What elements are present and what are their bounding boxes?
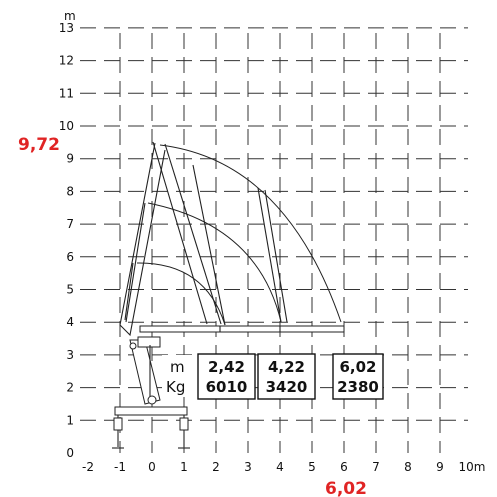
x-tick-label: 4	[276, 460, 284, 474]
crane-figure	[112, 142, 345, 449]
crane-base	[114, 406, 188, 416]
base-pivot	[147, 395, 157, 405]
reach-value: 2,42	[208, 358, 245, 376]
x-tick-label: 9	[436, 460, 444, 474]
x-tick-label: -1	[114, 460, 126, 474]
load-table-cell-border	[332, 353, 384, 400]
max-height-label: 9,72	[18, 135, 60, 155]
reach-row-label: m	[170, 358, 185, 376]
y-tick-label: 8	[66, 184, 74, 198]
y-tick-label: 4	[66, 315, 74, 329]
y-tick-label: 13	[59, 21, 74, 35]
x-tick-label: 1	[180, 460, 188, 474]
reach-envelope	[136, 141, 342, 326]
x-tick-label: 3	[244, 460, 252, 474]
pivot-joint	[129, 342, 137, 350]
load-table-cell-border	[257, 353, 316, 400]
y-tick-label: 2	[66, 381, 74, 395]
load-table-label-backdrop	[162, 355, 198, 397]
load-value: 3420	[266, 378, 308, 396]
x-axis-tick-labels: -2 -1 0 1 2 3 4 5 6 7 8 9 10m	[82, 460, 485, 474]
boom-line-middle-2	[264, 189, 288, 323]
y-tick-label: 11	[59, 86, 74, 100]
crane-column	[129, 339, 161, 405]
y-tick-label: 9	[66, 152, 74, 166]
x-tick-label: -2	[82, 460, 94, 474]
raised-boom-joint	[125, 202, 146, 323]
y-tick-label: 0	[66, 446, 74, 460]
x-tick-label: 2	[212, 460, 220, 474]
load-table: m Kg 2,42 6010 4,22 3420 6,02 2380	[162, 353, 384, 400]
load-table-cell-border	[197, 353, 256, 400]
y-tick-label: 3	[66, 348, 74, 362]
load-table-cell: 6,02 2380	[332, 353, 384, 400]
x-tick-label: 6	[340, 460, 348, 474]
load-value: 6010	[206, 378, 248, 396]
raised-boom-joint-2	[124, 262, 134, 321]
horizontal-boom	[139, 325, 345, 333]
x-tick-label: 0	[148, 460, 156, 474]
raised-boom	[119, 142, 166, 337]
outer-envelope-curve	[159, 144, 342, 323]
load-value: 2380	[337, 378, 379, 396]
x-tick-label: 8	[404, 460, 412, 474]
load-table-cell: 2,42 6010	[197, 353, 256, 400]
reach-value: 4,22	[268, 358, 305, 376]
reach-value: 6,02	[339, 358, 376, 376]
boom-line-inner	[192, 164, 226, 326]
load-row-label: Kg	[166, 378, 185, 396]
y-tick-label: 5	[66, 283, 74, 297]
y-axis-unit: m	[64, 9, 76, 23]
boom-line-outer-2	[164, 143, 222, 325]
y-tick-label: 7	[66, 217, 74, 231]
y-tick-label: 1	[66, 413, 74, 427]
y-tick-label: 10	[59, 119, 74, 133]
x-tick-label: 10m	[459, 460, 486, 474]
load-table-cell: 4,22 3420	[257, 353, 316, 400]
x-tick-label: 7	[372, 460, 380, 474]
x-tick-label: 5	[308, 460, 316, 474]
boom-line-outer	[152, 141, 208, 325]
max-reach-label: 6,02	[325, 479, 367, 497]
y-tick-label: 12	[59, 54, 74, 68]
y-tick-label: 6	[66, 250, 74, 264]
stabilizer-right-box	[179, 417, 189, 431]
column-head	[137, 336, 161, 348]
boom-line-middle	[257, 187, 282, 323]
stabilizer-left-box	[113, 417, 123, 431]
